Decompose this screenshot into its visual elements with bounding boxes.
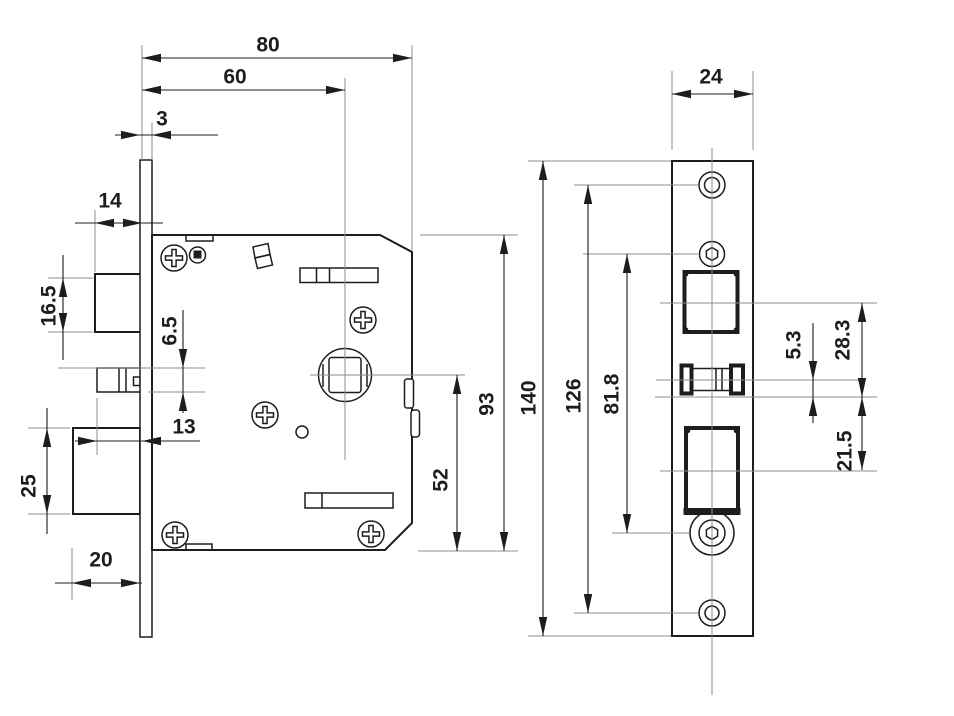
- dimension-81_8: 81.8: [601, 254, 632, 533]
- auxiliary-latch: [96, 367, 143, 393]
- reference-lines: [28, 45, 877, 695]
- latch-opening: [682, 270, 740, 334]
- dimension-52: 52: [430, 375, 462, 551]
- dimension-21_5: 21.5: [834, 397, 867, 471]
- case-top-tab: [185, 234, 214, 242]
- dim-label-28_3: 28.3: [832, 320, 855, 361]
- dimension-16_5: 16.5: [38, 255, 68, 360]
- dimension-126: 126: [563, 185, 593, 613]
- dimension-80: 80: [142, 34, 412, 63]
- lower-slide-slot: [304, 492, 394, 509]
- stop-pin: [188, 246, 207, 264]
- lock-case: [151, 234, 413, 551]
- dim-label-24: 24: [699, 66, 723, 89]
- dim-label-80: 80: [256, 34, 279, 57]
- dim-label-5_3: 5.3: [783, 330, 806, 359]
- dim-label-21_5: 21.5: [834, 430, 857, 471]
- upper-slide-slot: [299, 267, 379, 284]
- dim-label-16_5: 16.5: [38, 285, 61, 326]
- dimension-5_3: 5.3: [783, 323, 818, 423]
- latch-bolt: [94, 273, 143, 333]
- dimension-14: 14: [75, 190, 163, 228]
- dimension-93: 93: [476, 235, 509, 551]
- dim-label-60: 60: [223, 66, 246, 89]
- case-bottom-tab: [185, 543, 213, 551]
- dimension-13: 13: [75, 416, 200, 446]
- phillips-screw: [161, 521, 189, 549]
- dimension-25: 25: [18, 408, 52, 534]
- lock-side-view: [72, 159, 421, 638]
- dim-label-3: 3: [156, 108, 168, 131]
- faceplate-side: [139, 159, 153, 638]
- dimension-140: 140: [518, 161, 548, 636]
- dimension-3: 3: [115, 108, 218, 140]
- dimension-28_3: 28.3: [832, 303, 867, 397]
- dimension-20: 20: [55, 549, 142, 588]
- pivot-hole: [295, 425, 309, 439]
- dim-label-126: 126: [563, 378, 586, 413]
- phillips-screw: [357, 520, 385, 548]
- dim-label-140: 140: [518, 380, 541, 415]
- dim-label-93: 93: [476, 392, 499, 415]
- dimension-60: 60: [142, 66, 345, 95]
- phillips-screw: [349, 306, 377, 334]
- phillips-screw: [160, 244, 188, 272]
- edge-tab-inner: [403, 378, 415, 409]
- dim-label-14: 14: [98, 190, 122, 213]
- dim-label-20: 20: [89, 549, 112, 572]
- lever-flag: [252, 242, 274, 270]
- dimension-6_5: 6.5: [159, 310, 188, 413]
- edge-tab-outer: [410, 409, 421, 438]
- dim-label-52: 52: [430, 468, 453, 491]
- dim-label-25: 25: [18, 474, 41, 498]
- dim-label-6_5: 6.5: [159, 316, 182, 346]
- dim-label-81_8: 81.8: [601, 373, 624, 414]
- dim-label-13: 13: [172, 416, 195, 439]
- phillips-screw: [251, 401, 279, 429]
- dimension-24: 24: [672, 66, 753, 99]
